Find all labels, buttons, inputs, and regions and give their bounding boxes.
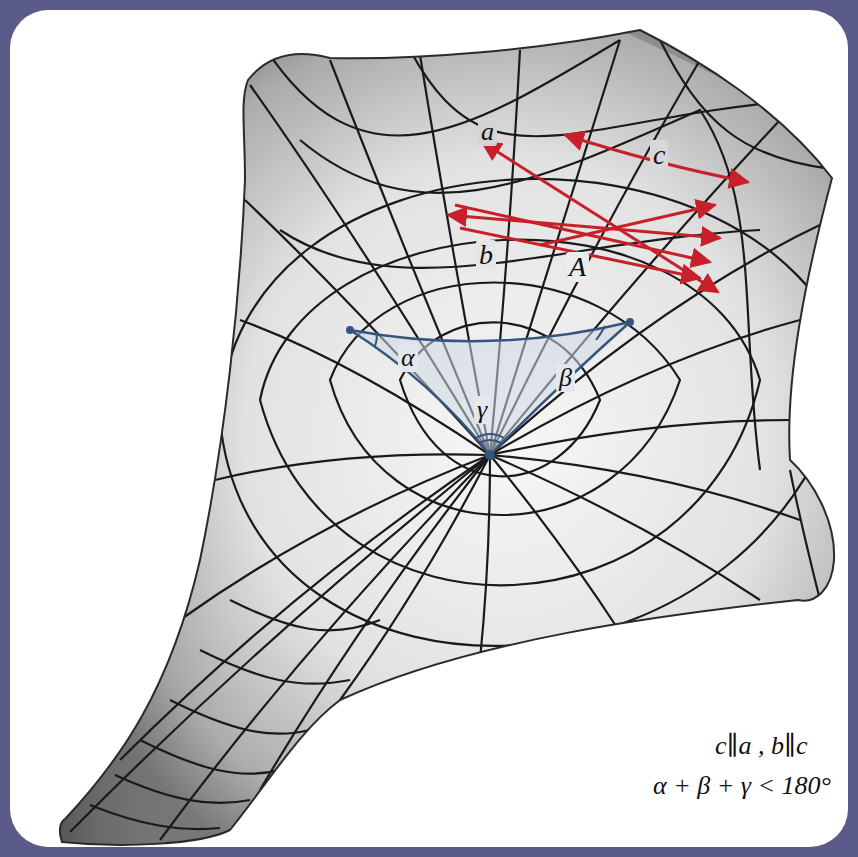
parallel-note: c∥a , b∥c (712, 732, 811, 760)
angle-letter: γ (474, 396, 490, 424)
point-letter: A (566, 252, 589, 282)
line-letter: b (476, 240, 496, 270)
angle-letter: β (556, 364, 575, 392)
angle-sum-note: α + β + γ < 180° (650, 772, 834, 800)
hyperbolic-triangle (346, 318, 634, 460)
angle-letter: α (398, 344, 418, 372)
panel (10, 10, 848, 847)
line-letter: c (650, 140, 668, 170)
line-letter: a (478, 118, 497, 146)
parallel-arrows (448, 135, 748, 292)
surface-grid (40, 20, 850, 850)
surface-outline (60, 30, 834, 845)
